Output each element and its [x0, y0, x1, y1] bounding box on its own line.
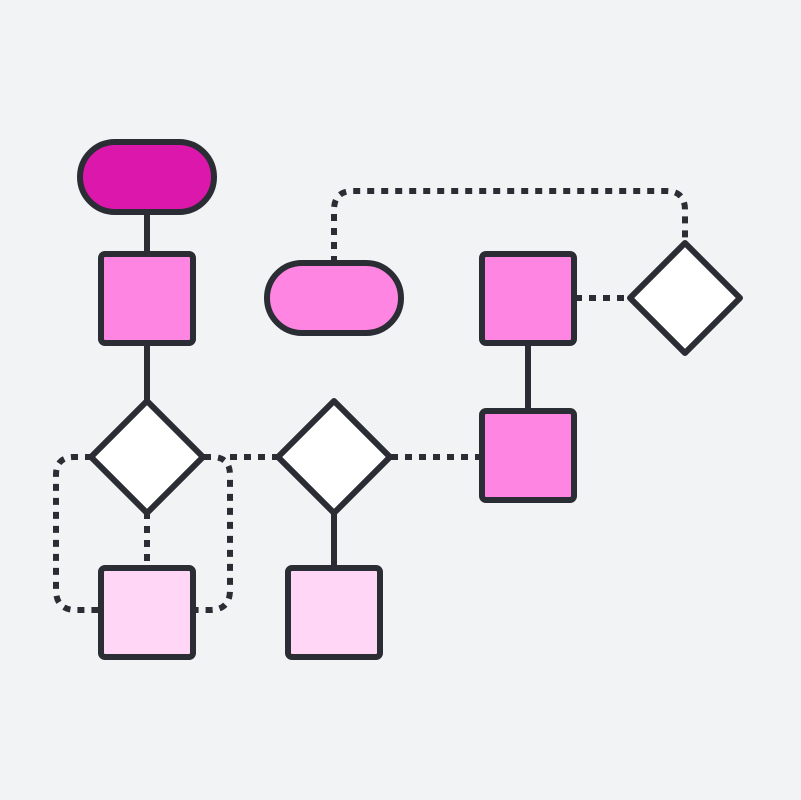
process-d[interactable] [479, 251, 577, 346]
decision-c[interactable] [627, 240, 743, 356]
process-a[interactable] [98, 251, 196, 346]
connector-decision-a-left-loop [53, 454, 101, 613]
terminal-end[interactable] [264, 260, 404, 336]
connector-terminal-end-to-decision-c [331, 188, 688, 263]
decision-a[interactable] [88, 398, 206, 516]
terminal-start[interactable] [77, 139, 217, 215]
connectors-layer [53, 188, 688, 613]
decision-b[interactable] [275, 398, 393, 516]
connector-decision-a-right-loop [194, 454, 233, 613]
process-e[interactable] [479, 408, 577, 503]
shapes-layer [77, 139, 743, 660]
process-b[interactable] [98, 565, 196, 660]
process-c[interactable] [285, 565, 383, 660]
